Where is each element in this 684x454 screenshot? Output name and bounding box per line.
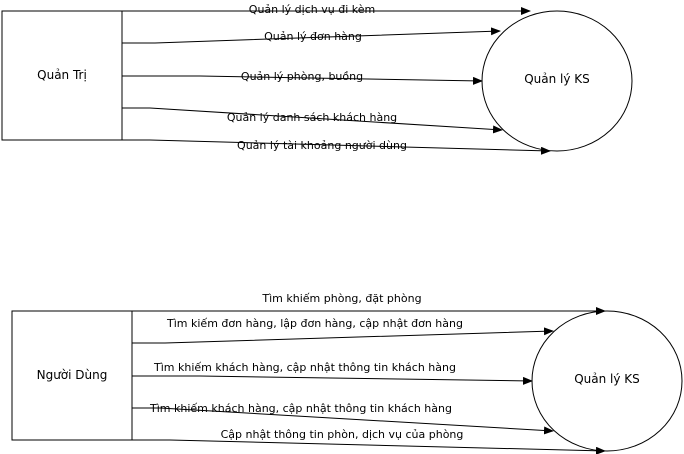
flow-arrow-top-5: [122, 139, 551, 155]
actor-box-user: [11, 310, 133, 441]
flow-arrow-bottom-2: [132, 327, 554, 344]
actor-label-admin: Quản Trị: [37, 68, 87, 82]
flow-label-top-4: Quản lý danh sách khách hàng: [227, 111, 397, 124]
bottom-diagram: Người Dùng Quản lý KS Tìm khiếm phòng, đ…: [11, 292, 683, 454]
flow-label-top-3: Quản lý phòng, buồng: [241, 70, 363, 83]
actor-box-admin: [1, 10, 123, 141]
flow-label-bottom-4: Tìm khiếm khách hàng, cập nhật thông tin…: [149, 402, 452, 415]
flow-arrow-bottom-4: [132, 407, 554, 435]
flow-label-bottom-2: Tìm kiếm đơn hàng, lập đơn hàng, cập nhậ…: [166, 317, 463, 330]
flow-arrow-top-2: [122, 27, 501, 44]
flow-arrow-bottom-3: [132, 375, 533, 385]
flow-label-bottom-5: Cập nhật thông tin phòn, dịch vụ của phò…: [221, 428, 464, 441]
flow-label-bottom-1: Tìm khiếm phòng, đặt phòng: [261, 292, 421, 305]
top-diagram: Quản Trị Quản lý KS Quản lý dịch vụ đi k…: [1, 3, 633, 155]
flow-label-bottom-3: Tìm khiếm khách hàng, cập nhật thông tin…: [153, 361, 456, 374]
actor-label-user: Người Dùng: [37, 368, 108, 382]
flow-label-top-1: Quản lý dịch vụ đi kèm: [249, 3, 375, 16]
flow-label-top-2: Quản lý đơn hàng: [264, 30, 362, 43]
system-label-bottom: Quản lý KS: [574, 372, 640, 386]
flow-arrow-bottom-5: [132, 439, 606, 454]
flow-arrow-top-4: [122, 107, 503, 134]
flow-arrow-top-3: [122, 75, 483, 85]
system-label-top: Quản lý KS: [524, 72, 590, 86]
flow-label-top-5: Quản lý tài khoảng người dùng: [237, 139, 407, 152]
